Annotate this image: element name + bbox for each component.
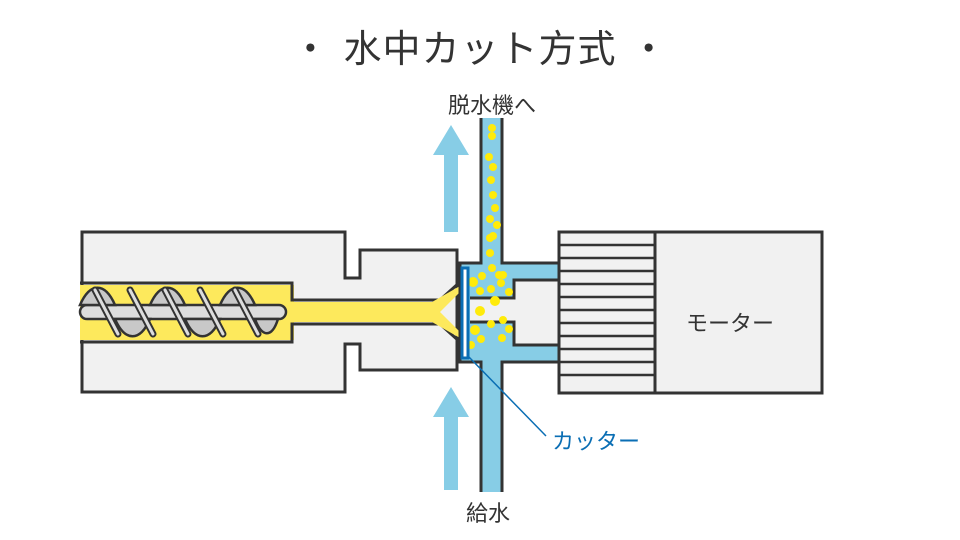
- water-chamber: [460, 118, 560, 492]
- diagram-title: ・ 水中カット方式 ・: [291, 27, 669, 71]
- cutter-label: カッター: [552, 430, 641, 455]
- outlet-label: 脱水機へ: [448, 94, 537, 119]
- cutter-blade: [460, 266, 470, 360]
- outlet-arrow-icon: [433, 125, 469, 232]
- die-cone: [432, 286, 460, 338]
- inlet-arrow-icon: [433, 387, 469, 490]
- motor-coupling: [557, 230, 657, 395]
- resin-channel: [292, 302, 432, 322]
- screw: [78, 286, 288, 338]
- motor-shaft: [514, 280, 560, 345]
- motor: [653, 230, 824, 395]
- cutter-leader-line: [467, 355, 547, 437]
- coupling-ribs: [559, 243, 655, 377]
- inlet-label: 給水: [466, 502, 511, 527]
- motor-label: モーター: [686, 312, 775, 337]
- pellets: [467, 124, 513, 349]
